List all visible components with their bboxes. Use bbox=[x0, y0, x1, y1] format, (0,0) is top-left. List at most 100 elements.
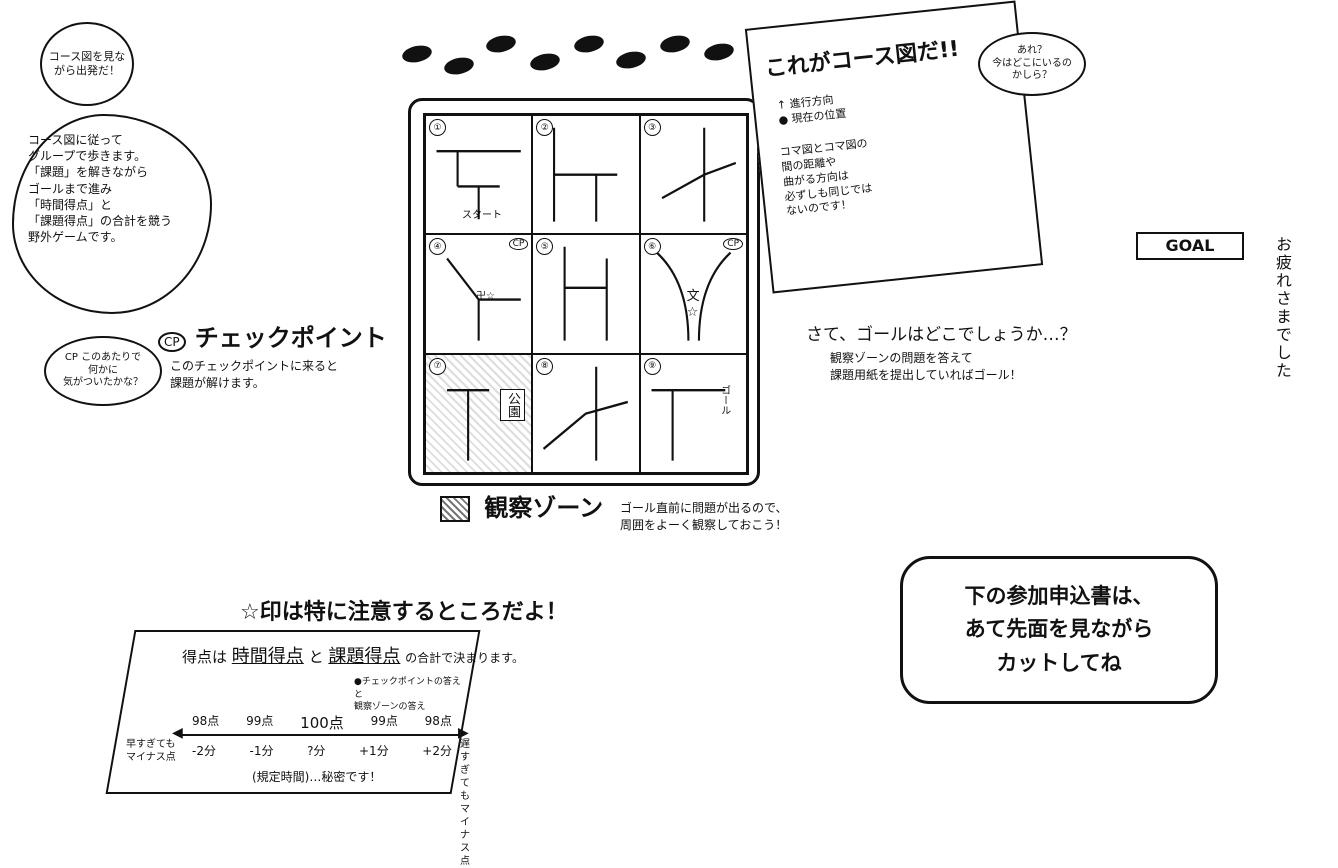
time-label: +2分 bbox=[422, 744, 452, 758]
checkpoint-desc-line: 課題が解けます。 bbox=[170, 375, 265, 390]
road-lines bbox=[446, 258, 521, 341]
footprint bbox=[484, 33, 518, 55]
fixed-time-note: (規定時間)…秘密です！ bbox=[252, 770, 382, 784]
course-legend: ↑ 進行方向 ● 現在の位置 bbox=[776, 91, 847, 129]
road-lines bbox=[655, 252, 731, 341]
timeline-axis bbox=[178, 734, 464, 736]
scoring-text: の合計で決まります。 bbox=[405, 651, 524, 665]
footprint bbox=[702, 41, 736, 63]
point-label: 98点 bbox=[192, 714, 220, 728]
intro-line: コース図に従って bbox=[28, 133, 123, 147]
start-label: スタート bbox=[462, 210, 502, 221]
intro-line: グループで歩きます。 bbox=[28, 149, 147, 164]
answer-note: ●チェックポイントの答えと 観察ゾーンの答え bbox=[354, 676, 464, 714]
map-cell-5: ⑤ bbox=[532, 234, 640, 354]
answer-note-line: ●チェックポイントの答えと bbox=[354, 677, 461, 700]
course-map-grid: ① スタート ② ③ ④ CP 卍☆ ⑤ bbox=[423, 113, 749, 475]
map-cell-8: ⑧ bbox=[532, 353, 640, 473]
map-cell-7: ⑦ 公園 bbox=[425, 353, 533, 473]
early-note-line: マイナス点 bbox=[126, 752, 176, 763]
point-labels: 98点 99点 100点 99点 98点 bbox=[192, 712, 452, 733]
checkpoint-badge: CP bbox=[158, 331, 186, 352]
goal-label: ゴール bbox=[718, 384, 730, 415]
intro-cloud: コース図に従って グループで歩きます。 「課題」を解きながら ゴールまで進み 「… bbox=[12, 114, 212, 314]
checkpoint-bubble-line: CP このあたりで bbox=[64, 352, 142, 364]
early-note: 早すぎても マイナス点 bbox=[126, 738, 176, 764]
cell-number: ③ bbox=[643, 119, 661, 136]
footprint bbox=[400, 43, 434, 65]
road-lines bbox=[553, 127, 618, 222]
checkpoint-bubble-line: 何かに bbox=[88, 364, 118, 376]
time-label: -2分 bbox=[192, 744, 216, 758]
goal-instruction: 観察ゾーンの問題を答えて 課題用紙を提出していればゴール！ bbox=[830, 350, 1022, 384]
checkpoint-bubble: CP このあたりで 何かに 気がついたかな？ bbox=[44, 336, 162, 406]
map-cell-2: ② bbox=[532, 115, 640, 235]
star-label: ☆ bbox=[686, 305, 699, 321]
checkpoint-title: チェックポイント bbox=[194, 324, 387, 352]
cell-number: ⑧ bbox=[536, 357, 554, 375]
cell-number: ⑤ bbox=[536, 238, 554, 256]
cell-number: ⑦ bbox=[429, 357, 446, 375]
scoring-text: 得点は bbox=[182, 648, 228, 666]
checkpoint-heading: CP チェックポイント bbox=[158, 318, 387, 353]
observe-note-line: 周囲をよーく観察しておこう！ bbox=[620, 517, 788, 532]
goal-sign: GOAL bbox=[1136, 232, 1244, 260]
road-lines bbox=[563, 247, 609, 341]
point-label: 100点 bbox=[300, 714, 344, 732]
cell-number: ⑥ bbox=[643, 238, 661, 256]
task-score: 課題得点 bbox=[328, 646, 401, 667]
course-bubble-line: 今はどこにいるの bbox=[992, 57, 1072, 69]
time-label: ?分 bbox=[307, 744, 326, 758]
application-note: 下の参加申込書は、 あて先面を見ながら カットしてね bbox=[900, 556, 1218, 704]
map-cell-1: ① スタート bbox=[425, 115, 533, 235]
cell-number: ② bbox=[536, 119, 554, 136]
park-label: 公園 bbox=[500, 388, 525, 421]
school-label: 文 bbox=[686, 289, 700, 305]
observe-note: ゴール直前に問題が出るので、 周囲をよーく観察しておこう！ bbox=[620, 500, 788, 534]
checkpoint-desc-line: このチェックポイントに来ると bbox=[170, 359, 339, 373]
checkpoint-tag: CP bbox=[723, 238, 743, 251]
point-label: 99点 bbox=[246, 714, 274, 728]
intro-line: 「課題」を解きながら bbox=[28, 165, 149, 180]
observation-zone-label: 観察ゾーン bbox=[484, 494, 604, 522]
footprint bbox=[442, 55, 476, 77]
course-card-bubble: あれ？ 今はどこにいるの かしら？ bbox=[978, 32, 1086, 96]
road-lines bbox=[436, 150, 521, 220]
cell-number: ⑨ bbox=[643, 357, 661, 375]
time-score: 時間得点 bbox=[231, 646, 304, 667]
intro-line: 「課題得点」の合計を競う bbox=[28, 213, 173, 228]
late-note: 遅すぎても マイナス点 bbox=[460, 738, 470, 868]
course-note: コマ図とコマ図の 間の距離や 曲がる方向は 必ずしも同じでは ないのです！ bbox=[779, 137, 874, 220]
intro-line: ゴールまで進み bbox=[28, 181, 113, 196]
footprint bbox=[572, 33, 606, 55]
road-lines bbox=[651, 388, 725, 461]
application-line: あて先面を見ながら bbox=[964, 617, 1154, 642]
time-label: -1分 bbox=[249, 744, 274, 758]
application-line: 下の参加申込書は、 bbox=[964, 583, 1154, 608]
road-lines bbox=[543, 366, 629, 461]
point-label: 99点 bbox=[370, 714, 398, 728]
observe-note-line: ゴール直前に問題が出るので、 bbox=[620, 501, 788, 515]
course-bubble-line: かしら？ bbox=[1011, 70, 1052, 82]
zone-swatch-icon bbox=[440, 496, 470, 522]
goal-thanks: お疲れさまでした bbox=[1273, 236, 1292, 380]
point-label: 98点 bbox=[424, 714, 452, 728]
footprint bbox=[658, 33, 692, 55]
road-lines bbox=[661, 127, 736, 222]
start-speech-text: コース図を見ながら出発だ！ bbox=[48, 50, 126, 77]
footprint bbox=[614, 49, 648, 71]
course-bubble-line: あれ？ bbox=[1016, 45, 1047, 57]
application-line: カットしてね bbox=[996, 650, 1122, 675]
late-note-line: 遅すぎても bbox=[460, 739, 470, 802]
scoring-inner: 得点は 時間得点 と 課題得点 の合計で決まります。 ●チェックポイントの答えと… bbox=[122, 632, 524, 867]
checkpoint-bubble-line: 気がついたかな？ bbox=[63, 377, 143, 389]
legend-position: 現在の位置 bbox=[790, 107, 848, 126]
checkpoint-description: このチェックポイントに来ると 課題が解けます。 bbox=[170, 358, 338, 392]
time-labels: -2分 -1分 ?分 +1分 +2分 bbox=[192, 742, 452, 759]
cell-number: ① bbox=[429, 119, 446, 136]
cell-number: ④ bbox=[429, 238, 446, 256]
intro-line: 「時間得点」と bbox=[28, 197, 113, 212]
checkpoint-tag: CP bbox=[508, 238, 529, 251]
late-note-line: マイナス点 bbox=[460, 804, 470, 867]
map-cell-9: ⑨ ゴール bbox=[639, 353, 747, 473]
